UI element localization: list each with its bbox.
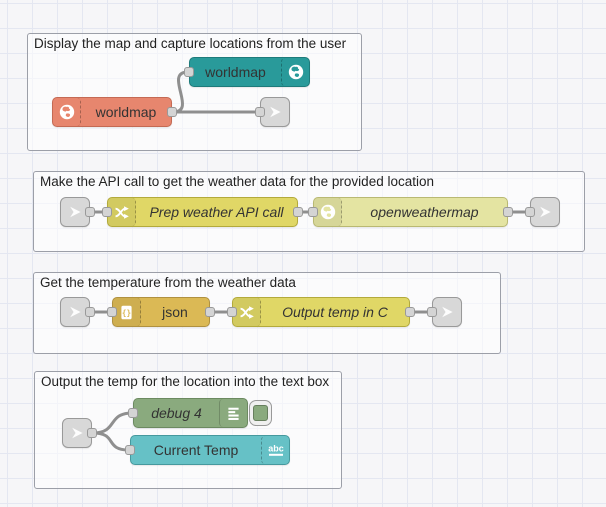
group-title: Make the API call to get the weather dat… (40, 174, 434, 189)
port-out[interactable] (405, 307, 415, 317)
node-label: openweathermap (370, 204, 479, 220)
group-title: Get the temperature from the weather dat… (40, 275, 296, 290)
group-title: Output the temp for the location into th… (41, 374, 330, 389)
link-icon (67, 204, 83, 220)
port-out[interactable] (167, 107, 177, 117)
wire[interactable] (91, 431, 131, 452)
link-icon (439, 304, 455, 320)
port-in[interactable] (308, 207, 318, 217)
port-in[interactable] (525, 207, 535, 217)
wire[interactable] (91, 411, 134, 435)
swap-icon (108, 198, 136, 226)
node-json[interactable]: {} json (107, 297, 215, 327)
port-out[interactable] (85, 307, 95, 317)
port-out[interactable] (85, 207, 95, 217)
node-label: Current Temp (153, 442, 239, 458)
port-in[interactable] (227, 307, 237, 317)
debug-toggle-button[interactable] (249, 400, 272, 426)
node-link-in-3[interactable] (60, 297, 95, 327)
link-icon (67, 304, 83, 320)
wire[interactable] (171, 70, 190, 114)
node-openweathermap[interactable]: openweathermap (308, 197, 513, 227)
port-in[interactable] (125, 445, 135, 455)
node-debug-4[interactable]: debug 4 (128, 398, 248, 428)
node-link-out-2[interactable] (525, 197, 560, 227)
node-worldmap-in[interactable]: worldmap (52, 97, 177, 127)
port-out[interactable] (205, 307, 215, 317)
node-output-temp[interactable]: Output temp in C (227, 297, 415, 327)
node-worldmap-display[interactable]: worldmap (184, 57, 310, 87)
port-out[interactable] (87, 428, 97, 438)
link-icon (267, 104, 283, 120)
port-out[interactable] (503, 207, 513, 217)
port-in[interactable] (128, 408, 138, 418)
swap-icon (233, 298, 261, 326)
node-link-out-3[interactable] (427, 297, 462, 327)
node-label: Output temp in C (282, 304, 388, 320)
svg-text:abc: abc (268, 444, 284, 454)
port-in[interactable] (255, 107, 265, 117)
svg-text:{}: {} (122, 308, 131, 317)
debug-toggle-state (253, 405, 268, 421)
json-icon: {} (113, 298, 141, 326)
port-in[interactable] (184, 67, 194, 77)
debug-list-icon (219, 399, 247, 427)
globe-icon (314, 198, 342, 226)
node-link-in-2[interactable] (60, 197, 95, 227)
port-in[interactable] (427, 307, 437, 317)
group-title: Display the map and capture locations fr… (34, 36, 347, 51)
node-label: worldmap (205, 64, 266, 80)
node-current-temp[interactable]: Current Temp abc (125, 435, 290, 465)
port-in[interactable] (102, 207, 112, 217)
port-out[interactable] (293, 207, 303, 217)
globe-icon (281, 58, 309, 86)
node-label: debug 4 (151, 405, 202, 421)
abc-icon: abc (261, 436, 289, 464)
node-label: worldmap (95, 104, 157, 120)
node-label: Prep weather API call (149, 204, 284, 220)
port-in[interactable] (107, 307, 117, 317)
node-prep-weather[interactable]: Prep weather API call (102, 197, 303, 227)
globe-icon (53, 98, 81, 126)
node-link-in-4[interactable] (62, 418, 97, 448)
group-display-map[interactable]: Display the map and capture locations fr… (27, 33, 362, 151)
link-icon (537, 204, 553, 220)
link-icon (69, 425, 85, 441)
node-label: json (162, 304, 188, 320)
node-link-out-1[interactable] (255, 97, 290, 127)
